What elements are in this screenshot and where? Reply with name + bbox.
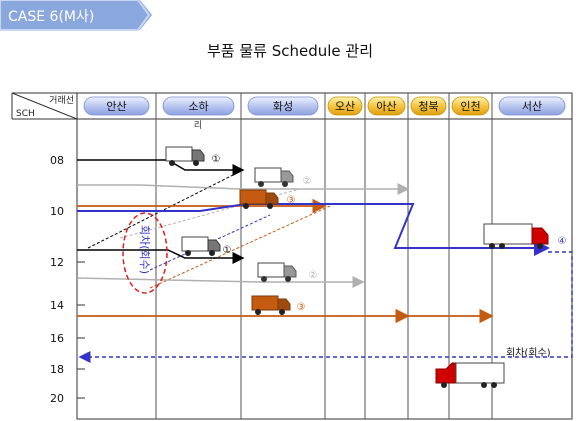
- supplier-label: 아산: [376, 100, 396, 113]
- case-tag-text: CASE 6(M사): [8, 9, 94, 25]
- supplier-label: 서산: [522, 100, 542, 113]
- supplier-pill: [162, 96, 235, 116]
- route-1-line: [77, 159, 245, 176]
- y-tick-label: 08: [50, 154, 64, 167]
- truck-icon: [251, 295, 291, 315]
- header-corner: 거래선 SCH: [11, 92, 78, 120]
- truck-icon: [165, 146, 205, 166]
- route-1-dash: [87, 169, 244, 249]
- supplier-pill: [327, 96, 363, 116]
- supplier-pill: [367, 96, 406, 116]
- supplier-label: 인천: [460, 99, 480, 113]
- route-marker: ①: [223, 245, 232, 256]
- supplier-label: 오산: [335, 100, 355, 113]
- route-3-dash: [149, 205, 331, 289]
- supplier-pill: [247, 96, 319, 116]
- page-title: 부품 물류 Schedule 관리: [207, 42, 373, 60]
- truck-icon: [181, 236, 221, 256]
- supplier-label: 청북: [418, 100, 438, 113]
- header-top-label: 거래선: [49, 95, 74, 106]
- route-marker: ②: [309, 270, 318, 281]
- y-tick-label: 20: [50, 392, 64, 405]
- supplier-label: 화성: [273, 100, 293, 113]
- y-axis-ticks: 08 10 12 14 16 18 20: [50, 154, 85, 405]
- route-marker: ②: [303, 176, 312, 187]
- route-4-line: [77, 203, 550, 256]
- route-2-line: [77, 183, 410, 195]
- truck-icon: [435, 362, 505, 388]
- y-tick-label: 16: [50, 332, 64, 345]
- truck-icon: [254, 167, 294, 187]
- supplier-label: 소하: [188, 99, 208, 113]
- y-tick-label: 10: [50, 205, 64, 218]
- truck-icon: [257, 262, 297, 282]
- supplier-pill: [83, 96, 150, 116]
- route-2b-line: [76, 276, 365, 288]
- header-bottom-label: SCH: [16, 109, 35, 119]
- supplier-headers: 안산 소하 화성 오산 아산 청북 인천 서산: [83, 96, 566, 116]
- truck-icon: [239, 189, 279, 209]
- case-tag: CASE 6(M사): [0, 0, 152, 31]
- y-tick-label: 18: [50, 363, 64, 376]
- supplier-pill: [498, 96, 566, 116]
- route-marker: ④: [558, 236, 567, 247]
- truck-icon: [483, 223, 549, 249]
- route-1b-line: [77, 249, 245, 264]
- return-note: 회차(회수): [506, 347, 551, 359]
- return-line: [78, 251, 573, 363]
- return-ellipse: [122, 212, 168, 294]
- route-marker: ①: [212, 154, 221, 165]
- supplier-label: 안산: [106, 100, 126, 113]
- y-tick-label: 12: [50, 256, 64, 269]
- column-grid: [155, 93, 493, 419]
- route-marker: ③: [287, 195, 296, 206]
- flow-lines: [76, 159, 573, 363]
- sub-label: 리: [194, 120, 202, 131]
- route-marker: ③: [297, 302, 306, 313]
- supplier-pill: [410, 96, 447, 116]
- supplier-pill: [451, 96, 490, 116]
- vertical-note: 회차(회수): [138, 225, 151, 274]
- y-tick-label: 14: [50, 299, 64, 312]
